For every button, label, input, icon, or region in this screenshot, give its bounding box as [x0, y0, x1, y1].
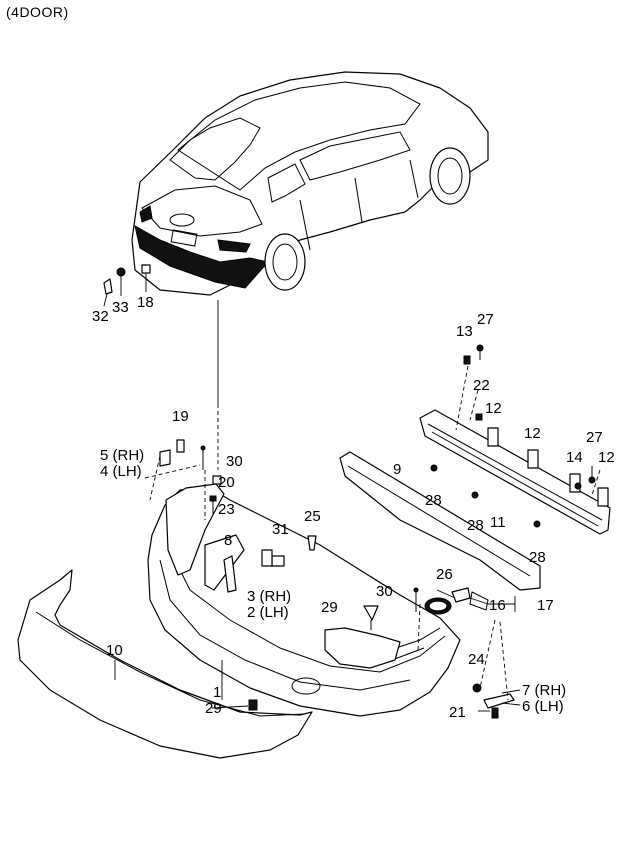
callout-30-b: 30 [376, 583, 393, 600]
callout-1: 1 [213, 684, 221, 701]
callout-10: 10 [106, 642, 123, 659]
callout-29-b: 29 [205, 700, 222, 717]
callout-21: 21 [449, 704, 466, 721]
callout-17: 17 [537, 597, 554, 614]
callout-25: 25 [304, 508, 321, 525]
callout-7: 7 (RH) [522, 682, 566, 699]
callout-27-b: 27 [586, 429, 603, 446]
callout-6: 6 (LH) [522, 698, 564, 715]
callout-29-a: 29 [321, 599, 338, 616]
callout-32: 32 [92, 308, 109, 325]
callout-26: 26 [436, 566, 453, 583]
callout-28-a: 28 [425, 492, 442, 509]
callout-24: 24 [468, 651, 485, 668]
callout-8: 8 [224, 532, 232, 549]
callout-14: 14 [566, 449, 583, 466]
callout-28-c: 28 [529, 549, 546, 566]
callout-9: 9 [393, 461, 401, 478]
callout-28-b: 28 [467, 517, 484, 534]
callout-3: 3 (RH) [247, 588, 291, 605]
callout-11: 11 [490, 514, 506, 531]
callout-labels: 1 2 (LH) 3 (RH) 4 (LH) 5 (RH) 6 (LH) 7 (… [92, 294, 615, 721]
callout-30-a: 30 [226, 453, 243, 470]
lower-cover [17, 569, 313, 759]
car-illustration [131, 71, 489, 296]
callout-31: 31 [272, 521, 289, 538]
callout-20: 20 [218, 474, 235, 491]
callout-23: 23 [218, 501, 235, 518]
leader-lines [114, 300, 601, 712]
callout-4: 4 (LH) [100, 463, 142, 480]
callout-33: 33 [112, 299, 129, 316]
callout-2: 2 (LH) [247, 604, 289, 621]
callout-19: 19 [172, 408, 189, 425]
callout-16: 16 [489, 597, 506, 614]
callout-12-b: 12 [524, 425, 541, 442]
bumper-cover [147, 483, 461, 717]
car-fasteners [103, 264, 151, 307]
callout-22: 22 [473, 377, 490, 394]
callout-12-c: 12 [598, 449, 615, 466]
callout-13: 13 [456, 323, 473, 340]
small-parts [159, 439, 515, 719]
variant-label: (4DOOR) [6, 4, 69, 20]
callout-5: 5 (RH) [100, 447, 144, 464]
callout-27-a: 27 [477, 311, 494, 328]
energy-absorber [339, 451, 541, 591]
bumper-beam [419, 344, 611, 535]
callout-18: 18 [137, 294, 154, 311]
callout-12-a: 12 [485, 400, 502, 417]
